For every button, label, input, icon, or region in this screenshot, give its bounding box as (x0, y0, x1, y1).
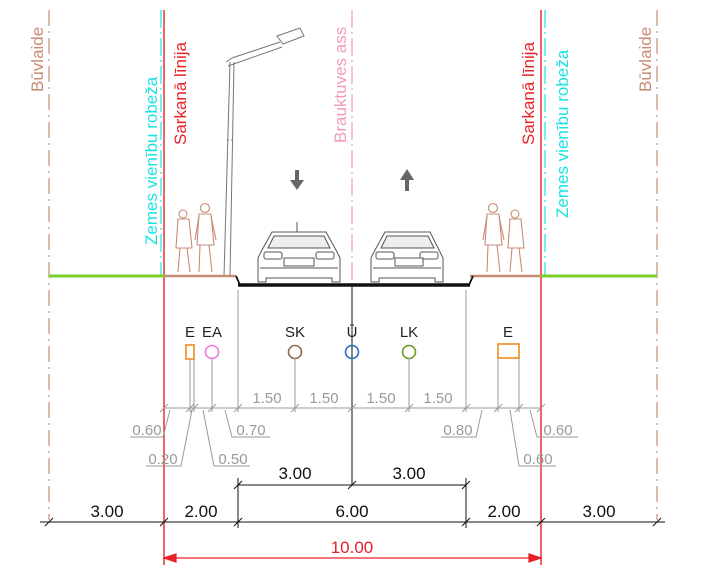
label-buvlaide-left: Būvlaide (28, 27, 47, 92)
main-dimension-labels: 3.00 2.00 6.00 2.00 3.00 (90, 502, 615, 521)
ground (49, 274, 657, 485)
pedestrians-icon (175, 202, 217, 273)
dim-lane-left: 3.00 (278, 464, 311, 483)
label-sarkana-right: Sarkanā līnija (519, 41, 538, 145)
dim-right-080: 0.80 (443, 422, 472, 439)
dim-lane-right: 3.00 (392, 464, 425, 483)
utility-label-e-right: E (503, 324, 513, 341)
lane-dimensions (233, 478, 471, 492)
utility-lk (401, 344, 417, 360)
dim-buvlaide-left: 3.00 (90, 502, 123, 521)
utility-label-e-left: E (185, 324, 195, 341)
utility-u (344, 344, 360, 360)
utility-dimensions (130, 290, 578, 467)
street-lamp-icon (223, 27, 305, 277)
dim-right-060b: 0.60 (523, 451, 552, 468)
dim-total: 10.00 (331, 538, 374, 557)
dim-left-070: 0.70 (236, 422, 265, 439)
utility-electric-left (185, 344, 195, 360)
car-icon (370, 231, 444, 283)
dim-roadway: 6.00 (335, 502, 368, 521)
dim-lane-quarter: 1.50 (309, 390, 338, 407)
utility-sk (287, 344, 303, 360)
car-icon (257, 222, 341, 283)
utility-dimension-labels: 1.50 1.50 1.50 1.50 0.60 0.70 0.20 0.50 … (132, 390, 572, 468)
utility-ea (204, 344, 220, 360)
boundary-lines (48, 10, 658, 565)
dim-left-050: 0.50 (218, 451, 247, 468)
dim-lane-quarter: 1.50 (366, 390, 395, 407)
utility-label-sk: SK (285, 324, 305, 341)
dim-lane-quarter: 1.50 (252, 390, 281, 407)
dim-lane-quarter: 1.50 (423, 390, 452, 407)
lane-dimension-labels: 3.00 3.00 (278, 464, 425, 483)
arrow-down-icon (290, 170, 304, 190)
label-zemes-left: Zemes vienību robeža (142, 76, 161, 245)
total-dimension (162, 553, 543, 563)
vertical-labels: Būvlaide Zemes vienību robeža Sarkanā lī… (28, 27, 655, 245)
dim-sidewalk-left: 2.00 (184, 502, 217, 521)
label-sarkana-left: Sarkanā līnija (171, 41, 190, 145)
main-dimensions (40, 492, 665, 528)
dim-sidewalk-right: 2.00 (487, 502, 520, 521)
label-buvlaide-right: Būvlaide (636, 27, 655, 92)
dim-left-060: 0.60 (132, 422, 161, 439)
utility-label-ea: EA (202, 324, 222, 341)
utility-label-lk: LK (400, 324, 418, 341)
dim-right-060a: 0.60 (543, 422, 572, 439)
utility-label-u: Ū (347, 324, 358, 341)
dim-left-020: 0.20 (148, 451, 177, 468)
dim-buvlaide-right: 3.00 (582, 502, 615, 521)
utility-electric-right (497, 343, 520, 359)
label-brauktuves-ass: Brauktuves ass (331, 27, 350, 143)
label-zemes-right: Zemes vienību robeža (553, 49, 572, 218)
pedestrians-icon (482, 202, 525, 273)
utility-labels: E EA SK Ū LK E (185, 324, 513, 341)
arrow-up-icon (400, 169, 414, 191)
